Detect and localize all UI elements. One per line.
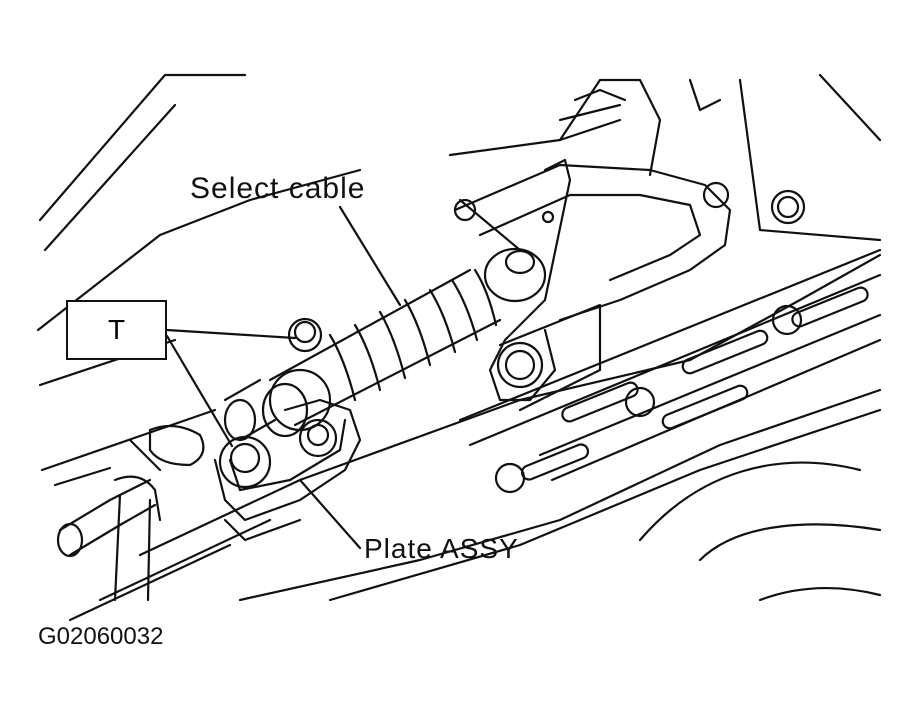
select-cable-boot [223, 268, 502, 442]
lower-rail [458, 189, 882, 494]
tool-marker-text: T [107, 314, 126, 345]
tie-rod [56, 424, 205, 602]
plate-assy-label: Plate ASSY [364, 533, 519, 564]
plate-assy-part [213, 317, 362, 542]
leader-lines [165, 205, 402, 550]
figure-code: G02060032 [38, 623, 164, 650]
tool-marker-box: T [66, 300, 167, 360]
select-lever [483, 158, 602, 412]
shift-housing [453, 78, 732, 322]
select-cable-label: Select cable [190, 172, 366, 205]
